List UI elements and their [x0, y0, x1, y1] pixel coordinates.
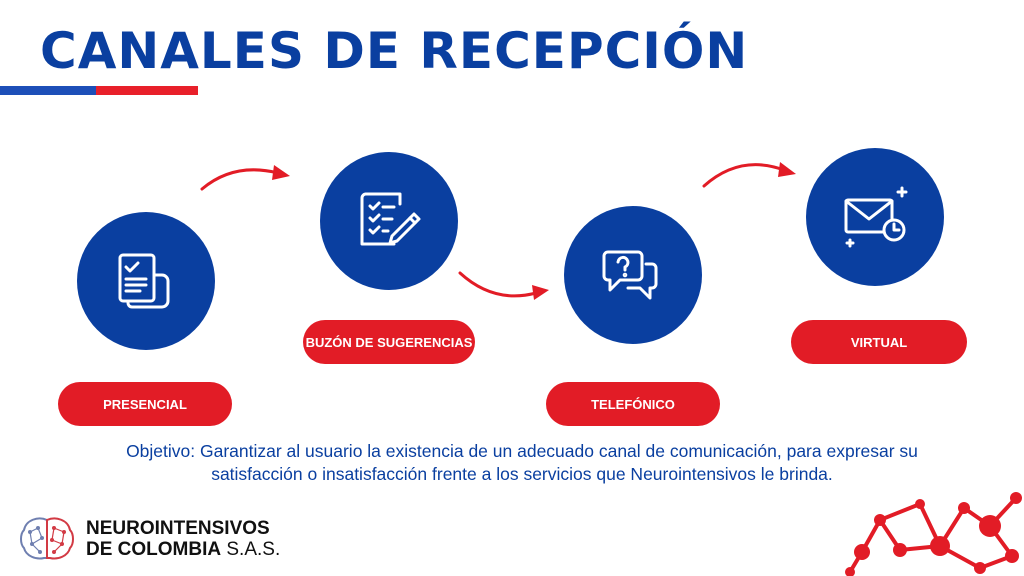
presencial-label: PRESENCIAL — [58, 382, 232, 426]
company-logo: NEUROINTENSIVOS DE COLOMBIA S.A.S. — [18, 514, 280, 564]
clipboard-check-icon — [118, 253, 170, 309]
arrow-3-icon — [702, 162, 796, 188]
network-decoration-icon — [845, 492, 1022, 576]
presencial-circle — [77, 212, 215, 350]
logo-line2-bold: DE COLOMBIA — [86, 539, 222, 560]
logo-line1: NEUROINTENSIVOS — [86, 518, 270, 539]
checklist-pencil-icon — [360, 192, 421, 246]
objective-text: Objetivo: Garantizar al usuario la exist… — [126, 441, 918, 484]
telefonico-label: TELEFÓNICO — [546, 382, 720, 426]
logo-line2-rest: S.A.S. — [221, 539, 281, 560]
title-underline-red — [96, 86, 198, 95]
title-underline-blue — [0, 86, 96, 95]
envelope-clock-icon — [844, 186, 908, 248]
arrow-2-icon — [458, 271, 549, 300]
buzon-label: BUZÓN DE SUGERENCIAS — [303, 320, 475, 364]
telefonico-circle — [564, 206, 702, 344]
brain-network-icon — [20, 517, 74, 560]
arrow-1-icon — [200, 165, 290, 191]
buzon-circle — [320, 152, 458, 290]
page-title: CANALES DE RECEPCIÓN — [40, 22, 749, 80]
logo-line2: DE COLOMBIA S.A.S. — [86, 539, 280, 560]
virtual-circle — [806, 148, 944, 286]
chat-question-icon — [602, 250, 658, 300]
virtual-label: VIRTUAL — [791, 320, 967, 364]
